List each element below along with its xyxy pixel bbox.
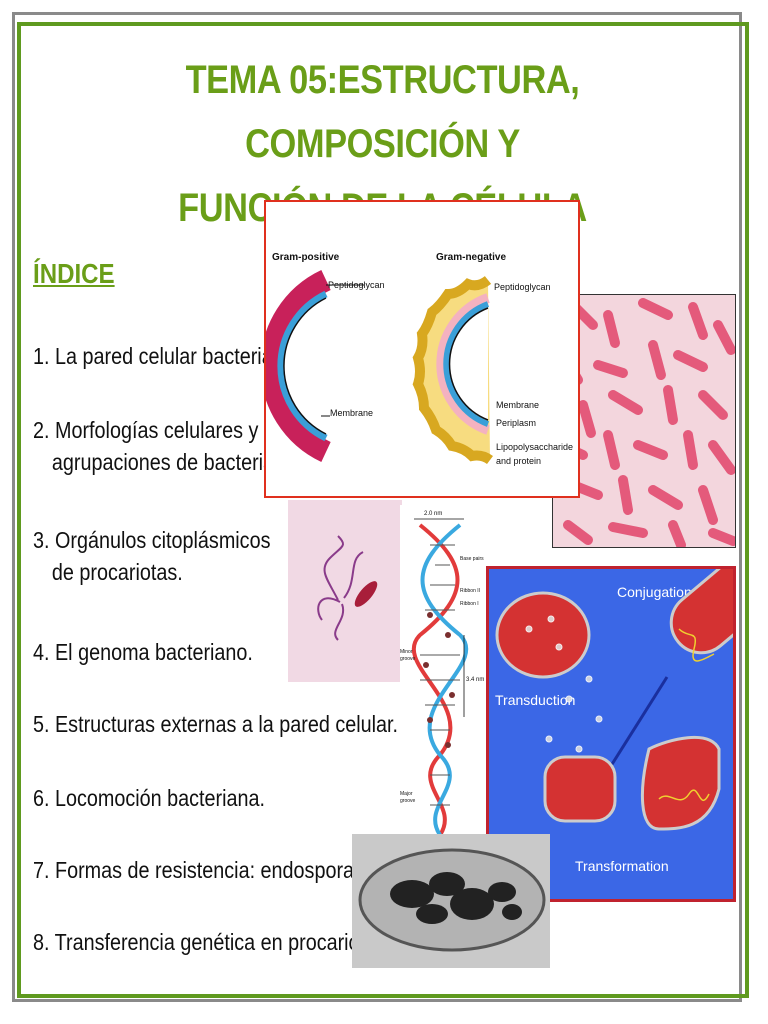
- gram-neg-lps-label-1: Lipopolysaccharide: [496, 442, 573, 452]
- inner-frame: [17, 22, 749, 998]
- gram-neg-membrane-label: Membrane: [496, 400, 539, 410]
- transformation-label: Transformation: [575, 858, 669, 874]
- gram-wall-diagram: Gram-positive Gram-negative Peptidoglyca…: [264, 200, 580, 498]
- conjugation-cell: [669, 569, 733, 655]
- recipient-cell: [543, 755, 617, 823]
- index-item-1: 1. La pared celular bacteriana.: [33, 340, 300, 372]
- index-item-7: 7. Formas de resistencia: endosporas.: [33, 854, 369, 886]
- dna-pitch-label: 3.4 nm: [466, 677, 484, 683]
- index-item-8-text: 8. Transferencia genética en procariotas: [33, 929, 386, 955]
- transduction-label: Transduction: [495, 692, 575, 708]
- transduction-cell: [495, 591, 591, 679]
- index-item-5-text: 5. Estructuras externas a la pared celul…: [33, 711, 399, 737]
- dna-helix-diagram: 2.0 nm Base pairs Ribbon II Ribbon I Min…: [400, 505, 500, 835]
- gram-pos-peptidoglycan-label: Peptidoglycan: [328, 280, 385, 290]
- index-item-3-text-cont: de procariotas.: [51, 559, 183, 585]
- dna-minor-label-2: groove: [400, 656, 416, 662]
- gram-negative-title: Gram-negative: [436, 252, 506, 263]
- index-item-6: 6. Locomoción bacteriana.: [33, 782, 265, 814]
- bacterium-body: [354, 581, 378, 607]
- flagella-micrograph: [288, 500, 402, 682]
- electron-micrograph: [352, 834, 550, 968]
- index-item-4: 4. El genoma bacteriano.: [33, 636, 253, 668]
- gram-positive-membrane: [277, 290, 328, 442]
- gram-neg-lps-label-2: and protein: [496, 456, 541, 466]
- index-item-2: 2. Morfologías celulares y agrupaciones …: [33, 414, 289, 478]
- dna-major-label-1: Major: [400, 791, 413, 797]
- gram-positive-title: Gram-positive: [272, 252, 340, 263]
- conjugation-label: Conjugation: [617, 584, 692, 600]
- index-item-2-text-cont: agrupaciones de bacterias.: [51, 449, 290, 475]
- index-item-3-text: 3. Orgánulos citoplásmicos: [33, 527, 271, 553]
- dna-base-pairs-label: Base pairs: [460, 556, 484, 562]
- index-item-3: 3. Orgánulos citoplásmicos de procariota…: [33, 524, 270, 588]
- index-item-1-text: 1. La pared celular bacteriana.: [33, 343, 301, 369]
- dna-major-label-2: groove: [400, 798, 416, 804]
- transformation-cell: [641, 735, 721, 831]
- index-item-5: 5. Estructuras externas a la pared celul…: [33, 708, 398, 740]
- dna-ribbon2-label: Ribbon II: [460, 588, 480, 594]
- index-heading: ÍNDICE: [33, 258, 115, 289]
- gram-negative-membrane: [443, 301, 490, 427]
- index-item-8: 8. Transferencia genética en procariotas: [33, 926, 386, 958]
- gram-neg-periplasm-label: Periplasm: [496, 418, 536, 428]
- index-item-2-text: 2. Morfologías celulares y: [33, 417, 259, 443]
- index-item-6-text: 6. Locomoción bacteriana.: [33, 785, 266, 811]
- index-item-4-text: 4. El genoma bacteriano.: [33, 639, 253, 665]
- gram-positive-wall: [266, 270, 331, 462]
- dna-top-dim-label: 2.0 nm: [424, 511, 442, 517]
- title-line-1: TEMA 05:ESTRUCTURA, COMPOSICIÓN Y: [185, 58, 580, 166]
- outer-frame: [12, 12, 742, 1002]
- gram-neg-peptidoglycan-label: Peptidoglycan: [494, 282, 551, 292]
- index-item-7-text: 7. Formas de resistencia: endosporas.: [33, 857, 370, 883]
- gram-pos-membrane-label: Membrane: [330, 408, 373, 418]
- dna-ribbon1-label: Ribbon I: [460, 601, 479, 607]
- dna-minor-label-1: Minor: [400, 649, 413, 655]
